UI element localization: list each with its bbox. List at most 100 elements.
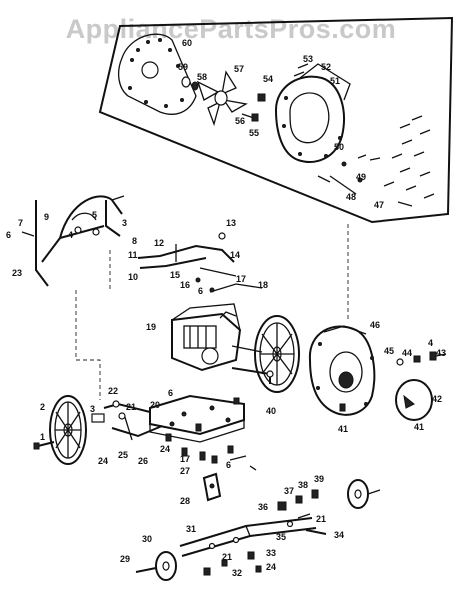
- fan-housing-inset-frame: [98, 16, 454, 224]
- part-label-21b: 21: [316, 514, 326, 524]
- part-label-55: 55: [249, 128, 259, 138]
- part-label-21a: 21: [126, 402, 136, 412]
- fan-housing: [274, 63, 351, 163]
- large-wheel-center: [254, 315, 300, 393]
- deck-fasteners: [165, 433, 257, 471]
- part-label-29: 29: [120, 554, 130, 564]
- part-label-58: 58: [197, 72, 207, 82]
- part-label-53: 53: [303, 54, 313, 64]
- hex-nut: [257, 93, 266, 102]
- drive-belt-bracket: [231, 367, 274, 384]
- part-label-41b: 41: [414, 422, 424, 432]
- wheel-spacer: [91, 413, 105, 423]
- axle-bracket: [103, 400, 163, 441]
- part-label-27: 27: [180, 466, 190, 476]
- wheel-bolt: [33, 441, 55, 450]
- part-label-36: 36: [258, 502, 268, 512]
- part-label-38: 38: [298, 480, 308, 490]
- part-label-14: 14: [230, 250, 240, 260]
- part-label-56: 56: [235, 116, 245, 126]
- part-label-21c: 21: [222, 552, 232, 562]
- large-wheel-left: [49, 395, 87, 465]
- part-number-labels: 60 59 58 57 56 55 54 53 52 51 50 49 48 4…: [6, 38, 446, 578]
- part-label-59: 59: [178, 62, 188, 72]
- part-label-6c: 6: [168, 388, 173, 398]
- part-label-4b: 4: [428, 338, 433, 348]
- front-axle: [179, 517, 317, 557]
- part-label-37: 37: [284, 486, 294, 496]
- part-label-9: 9: [44, 212, 49, 222]
- part-label-39: 39: [314, 474, 324, 484]
- axle-fittings-right: [277, 489, 327, 535]
- impeller-fan: [196, 70, 248, 127]
- front-caster-bracket: [202, 472, 222, 502]
- part-label-25: 25: [118, 450, 128, 460]
- part-label-4a: 4: [68, 230, 73, 240]
- watermark-text: AppliancePartsPros.com: [65, 14, 397, 44]
- back-plate: [117, 33, 197, 115]
- part-label-41a: 41: [338, 424, 348, 434]
- part-label-52: 52: [321, 62, 331, 72]
- part-label-35: 35: [276, 532, 286, 542]
- part-label-24a: 24: [98, 456, 108, 466]
- part-label-1: 1: [40, 432, 45, 442]
- inset-screw-set: [317, 115, 435, 207]
- part-label-43: 43: [436, 348, 446, 358]
- part-label-54: 54: [263, 74, 273, 84]
- fan-hub-washer: [181, 76, 199, 91]
- part-label-13: 13: [226, 218, 236, 228]
- part-label-34: 34: [334, 530, 344, 540]
- part-label-19: 19: [146, 322, 156, 332]
- small-wheel-left: [135, 551, 177, 581]
- part-label-24b: 24: [160, 444, 170, 454]
- blower-housing: [308, 325, 376, 416]
- part-label-2: 2: [40, 402, 45, 412]
- part-label-46: 46: [370, 320, 380, 330]
- part-label-48: 48: [346, 192, 356, 202]
- part-label-16: 16: [180, 280, 190, 290]
- part-label-15: 15: [170, 270, 180, 280]
- part-label-50: 50: [334, 142, 344, 152]
- part-label-42: 42: [432, 394, 442, 404]
- bottom-fasteners: [203, 551, 262, 576]
- part-label-17a: 17: [236, 274, 246, 284]
- part-label-3a: 3: [122, 218, 127, 228]
- part-label-8: 8: [132, 236, 137, 246]
- engine: [171, 303, 263, 372]
- part-label-20: 20: [150, 400, 160, 410]
- part-label-5: 5: [92, 210, 97, 220]
- part-label-6b: 6: [198, 286, 203, 296]
- small-wheel-right: [347, 479, 381, 509]
- part-label-3b: 3: [90, 404, 95, 414]
- cover-fasteners: [396, 351, 447, 366]
- housing-screws: [293, 63, 309, 77]
- part-label-17b: 17: [180, 454, 190, 464]
- part-label-45: 45: [384, 346, 394, 356]
- main-frame-deck: [149, 394, 245, 443]
- inlet-cover-disc: [395, 379, 433, 421]
- part-label-24c: 24: [266, 562, 276, 572]
- part-label-60: 60: [182, 38, 192, 48]
- part-label-7: 7: [18, 218, 23, 228]
- part-label-6a: 6: [6, 230, 11, 240]
- part-label-30: 30: [142, 534, 152, 544]
- part-label-51: 51: [330, 76, 340, 86]
- part-label-18: 18: [258, 280, 268, 290]
- part-label-31: 31: [186, 524, 196, 534]
- part-label-33: 33: [266, 548, 276, 558]
- part-label-47: 47: [374, 200, 384, 210]
- part-label-12: 12: [154, 238, 164, 248]
- part-label-28: 28: [180, 496, 190, 506]
- part-label-6d: 6: [226, 460, 231, 470]
- handle-assembly: [21, 195, 125, 287]
- throttle-bracket: [137, 232, 263, 293]
- part-label-49: 49: [356, 172, 366, 182]
- part-label-44: 44: [402, 348, 412, 358]
- part-label-32: 32: [232, 568, 242, 578]
- part-label-22: 22: [108, 386, 118, 396]
- part-label-23: 23: [12, 268, 22, 278]
- fan-bolt: [241, 113, 259, 122]
- part-label-57: 57: [234, 64, 244, 74]
- part-label-11: 11: [128, 250, 138, 260]
